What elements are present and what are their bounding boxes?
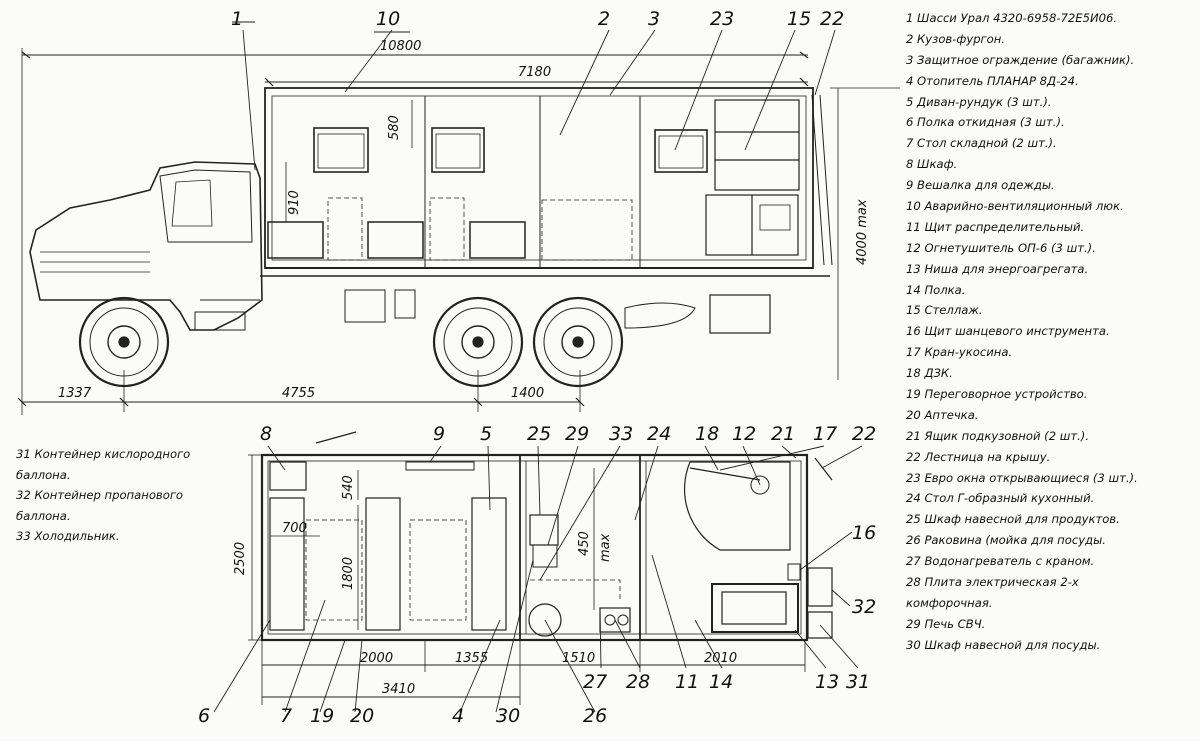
- dim-window-sill: 910: [287, 190, 302, 215]
- callout-15: 15: [787, 8, 811, 30]
- dim-window-height: 580: [387, 115, 402, 140]
- legend-extra: 31 Контейнер кислородного баллона. 32 Ко…: [16, 444, 236, 547]
- callout-18: 18: [695, 423, 719, 445]
- legend-item-12: 12 Огнетушитель ОП-6 (3 шт.).: [906, 240, 1096, 255]
- legend-item-17: 17 Кран-укосина.: [906, 345, 1013, 360]
- legend-item-11: 11 Щит распределительный.: [906, 219, 1085, 234]
- legend-item-32: 32 Контейнер пропанового баллона.: [16, 488, 184, 523]
- legend-item-10: 10 Аварийно-вентиляционный люк.: [906, 199, 1124, 214]
- callout-14: 14: [709, 671, 733, 693]
- callout-7: 7: [280, 705, 292, 727]
- callout-31: 31: [846, 671, 870, 693]
- callout-21: 21: [771, 423, 795, 445]
- dim-height-max: 4000 max: [855, 199, 870, 265]
- legend-item-21: 21 Ящик подкузовной (2 шт.).: [906, 428, 1090, 443]
- legend-item-31: 31 Контейнер кислородного баллона.: [16, 447, 191, 482]
- dim-cabinet-depth: 540: [341, 475, 356, 500]
- legend-item-23: 23 Евро окна открывающиеся (3 шт.).: [906, 470, 1138, 485]
- legend-item-25: 25 Шкаф навесной для продуктов.: [906, 512, 1120, 527]
- dim-fridge-height: 450: [577, 531, 592, 556]
- callout-6: 6: [198, 705, 210, 727]
- dim-sofa-length: 1800: [341, 557, 356, 590]
- legend-item-3: 3 Защитное ограждение (багажник).: [906, 52, 1135, 67]
- legend-item-5: 5 Диван-рундук (3 шт.).: [906, 94, 1052, 109]
- dim-body-length: 7180: [518, 65, 551, 80]
- callout-29: 29: [565, 423, 589, 445]
- legend-item-1: 1 Шасси Урал 4320-6958-72Е5И06.: [906, 11, 1118, 25]
- legend-item-28: 28 Плита электрическая 2-х: [906, 575, 1079, 590]
- legend-item-22: 22 Лестница на крышу.: [906, 449, 1051, 464]
- dim-living-total: 3410: [382, 682, 415, 697]
- callout-22-plan: 22: [852, 423, 876, 445]
- dim-section-1: 2000: [360, 651, 393, 666]
- callout-5: 5: [480, 423, 492, 445]
- legend-item-4: 4 Отопитель ПЛАНАР 8Д-24.: [906, 73, 1079, 88]
- legend-item-15: 15 Стеллаж.: [906, 303, 983, 318]
- dim-width: 2500: [233, 542, 248, 575]
- legend-main: 1 Шасси Урал 4320-6958-72Е5И06. 2 Кузов-…: [906, 8, 1194, 656]
- callout-4: 4: [452, 705, 464, 727]
- callout-25: 25: [527, 423, 551, 445]
- legend-item-24: 24 Стол Г-образный кухонный.: [906, 491, 1095, 506]
- dim-section-2: 1355: [455, 651, 488, 666]
- dim-overall-length: 10800: [380, 39, 421, 54]
- plan-view: [213, 431, 863, 713]
- callout-1: 1: [231, 8, 243, 30]
- legend-item-19: 19 Переговорное устройство.: [906, 387, 1088, 402]
- callout-22: 22: [820, 8, 844, 30]
- callout-2: 2: [598, 8, 610, 30]
- legend-item-33: 33 Холодильник.: [16, 529, 120, 543]
- dim-wheelbase: 4755: [282, 386, 315, 401]
- legend-item-27: 27 Водонагреватель с краном.: [906, 554, 1095, 569]
- callout-16: 16: [852, 522, 876, 544]
- legend-item-29: 29 Печь СВЧ.: [906, 616, 986, 631]
- callout-17: 17: [813, 423, 837, 445]
- callout-9: 9: [433, 423, 445, 445]
- callout-26: 26: [583, 705, 607, 727]
- legend-item-6: 6 Полка откидная (3 шт.).: [906, 115, 1065, 130]
- callout-10: 10: [376, 8, 400, 30]
- legend-item-16: 16 Щит шанцевого инструмента.: [906, 324, 1110, 339]
- callout-30: 30: [496, 705, 520, 727]
- dim-bogie: 1400: [511, 386, 544, 401]
- legend-item-8: 8 Шкаф.: [906, 157, 958, 172]
- callout-19: 19: [310, 705, 334, 727]
- legend-item-18: 18 ДЗК.: [906, 366, 953, 381]
- callout-24: 24: [647, 423, 671, 445]
- dim-fridge-max: max: [598, 533, 613, 562]
- callout-8: 8: [260, 423, 272, 445]
- callout-28: 28: [626, 671, 650, 693]
- legend-item-30: 30 Шкаф навесной для посуды.: [906, 637, 1101, 652]
- legend-item-26: 26 Раковина (мойка для посуды.: [906, 533, 1106, 548]
- legend-item-13: 13 Ниша для энергоагрегата.: [906, 261, 1089, 276]
- legend-item-2: 2 Кузов-фургон.: [906, 31, 1006, 46]
- callout-33: 33: [609, 423, 633, 445]
- legend-item-28-cont: комфорочная.: [906, 595, 993, 610]
- callout-23: 23: [710, 8, 734, 30]
- callout-3: 3: [648, 8, 660, 30]
- side-view: [17, 21, 900, 415]
- dim-section-4: 2010: [704, 651, 737, 666]
- callout-32: 32: [852, 596, 876, 618]
- dim-front-overhang: 1337: [58, 386, 92, 401]
- dim-sofa-width: 700: [282, 521, 307, 536]
- callout-20: 20: [350, 705, 374, 727]
- callout-13: 13: [815, 671, 839, 693]
- callout-12: 12: [732, 423, 756, 445]
- legend-item-14: 14 Полка.: [906, 282, 966, 297]
- callout-27: 27: [583, 671, 607, 693]
- callout-11: 11: [675, 671, 699, 693]
- legend-item-7: 7 Стол складной (2 шт.).: [906, 136, 1057, 151]
- dim-section-3: 1510: [562, 651, 595, 666]
- legend-item-9: 9 Вешалка для одежды.: [906, 178, 1055, 193]
- legend-item-20: 20 Аптечка.: [906, 407, 979, 422]
